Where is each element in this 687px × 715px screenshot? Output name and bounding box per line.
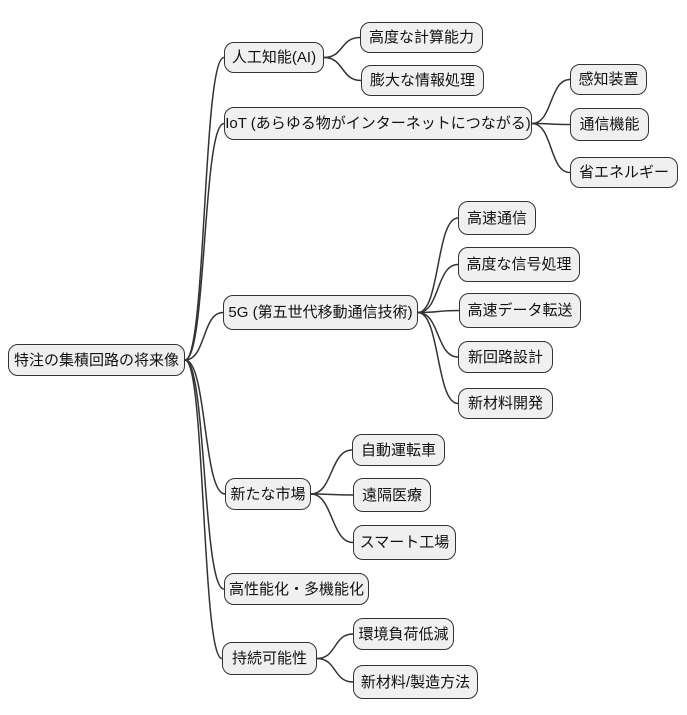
mindmap-edge-root-to-g5 (184, 311, 224, 361)
mindmap-node-market-med: 遠隔医療 (353, 478, 431, 512)
mindmap-node-iot-comm: 通信機能 (570, 108, 649, 141)
mindmap-node-label: 高度な計算能力 (368, 29, 474, 46)
mindmap-edge-g5-to-g5-circuit (417, 311, 459, 358)
mindmap-node-label: 環境負荷低減 (358, 625, 449, 643)
mindmap-node-label: スマート工場 (359, 534, 450, 551)
mindmap-node-g5-speed: 高速通信 (458, 201, 536, 235)
mindmap-edge-g5-to-g5-material (417, 311, 459, 405)
mindmap-node-label: 特注の集積回路の将来像 (13, 351, 179, 369)
mindmap-edge-sustain-to-sustain-env (316, 633, 354, 660)
mindmap-node-label: 自動運転車 (360, 441, 436, 459)
mindmap-node-label: 省エネルギー (578, 164, 669, 181)
mindmap-node-iot: IoT (あらゆる物がインターネットにつながる) (224, 107, 532, 140)
mindmap-node-root: 特注の集積回路の将来像 (8, 344, 185, 376)
mindmap-node-sustain: 持続可能性 (222, 642, 317, 675)
mindmap-node-label: 人工知能(AI) (231, 49, 317, 66)
mindmap-edge-root-to-sustain (184, 359, 223, 660)
mindmap-node-label: 新材料開発 (467, 395, 543, 412)
mindmap-node-sustain-mat: 新材料/製造方法 (353, 665, 478, 699)
mindmap-node-market: 新たな市場 (225, 478, 311, 510)
mindmap-node-label: 高速データ転送 (467, 302, 573, 319)
mindmap-edge-g5-to-g5-data (417, 309, 460, 314)
mindmap-node-sustain-env: 環境負荷低減 (353, 618, 454, 650)
mindmap-node-label: 遠隔医療 (361, 486, 422, 504)
mindmap-node-market-factory: スマート工場 (353, 525, 456, 560)
mindmap-node-g5-data: 高速データ転送 (459, 293, 581, 328)
mindmap-edge-iot-to-iot-energy (531, 122, 571, 174)
mindmap-node-label: 新回路設計 (467, 348, 543, 366)
mindmap-node-label: 通信機能 (579, 116, 640, 133)
mindmap-node-g5-signal: 高度な信号処理 (458, 247, 580, 282)
mindmap-node-label: 新材料/製造方法 (360, 673, 471, 691)
mindmap-edge-root-to-perf (184, 359, 225, 590)
mindmap-node-iot-energy: 省エネルギー (570, 157, 678, 188)
mindmap-node-label: 膨大な情報処理 (369, 72, 475, 89)
mindmap-edge-iot-to-iot-sensor (531, 78, 571, 125)
mindmap-edge-market-to-market-factory (310, 493, 354, 544)
mindmap-edge-ai-to-ai-info (323, 56, 362, 82)
mindmap-edge-market-to-market-car (310, 449, 353, 495)
mindmap-edge-ai-to-ai-compute (323, 36, 361, 59)
mindmap-node-label: 5G (第五世代移動通信技術) (228, 304, 413, 321)
mindmap-node-label: 新たな市場 (230, 485, 306, 503)
mindmap-node-ai-compute: 高度な計算能力 (360, 22, 483, 53)
mindmap-node-perf: 高性能化・多機能化 (224, 573, 369, 605)
mindmap-node-g5: 5G (第五世代移動通信技術) (223, 295, 418, 330)
mindmap-edge-g5-to-g5-speed (417, 217, 459, 314)
mindmap-node-g5-circuit: 新回路設計 (458, 341, 553, 373)
mindmap-node-label: 感知装置 (578, 71, 639, 88)
mindmap-edge-iot-to-iot-comm (531, 122, 571, 126)
mindmap-node-label: 持続可能性 (231, 650, 307, 667)
mindmap-edge-market-to-market-med (310, 493, 354, 496)
mindmap-edge-root-to-market (184, 359, 226, 495)
mindmap-node-g5-material: 新材料開発 (458, 388, 553, 419)
mindmap-node-label: IoT (あらゆる物がインターネットにつながる) (225, 115, 531, 132)
mindmap-node-market-car: 自動運転車 (352, 434, 445, 466)
mindmap-node-label: 高性能化・多機能化 (228, 580, 364, 598)
mindmap-node-iot-sensor: 感知装置 (570, 64, 647, 95)
mindmap-edge-g5-to-g5-signal (417, 263, 459, 314)
mindmap-node-label: 高速通信 (466, 209, 527, 227)
mindmap-node-label: 高度な信号処理 (466, 256, 572, 273)
mindmap-node-ai: 人工知能(AI) (224, 42, 324, 73)
mindmap-edge-root-to-iot (184, 122, 225, 361)
mindmap-edge-sustain-to-sustain-mat (316, 657, 354, 683)
mindmap-edge-root-to-ai (184, 56, 225, 361)
mindmap-node-ai-info: 膨大な情報処理 (361, 65, 484, 96)
